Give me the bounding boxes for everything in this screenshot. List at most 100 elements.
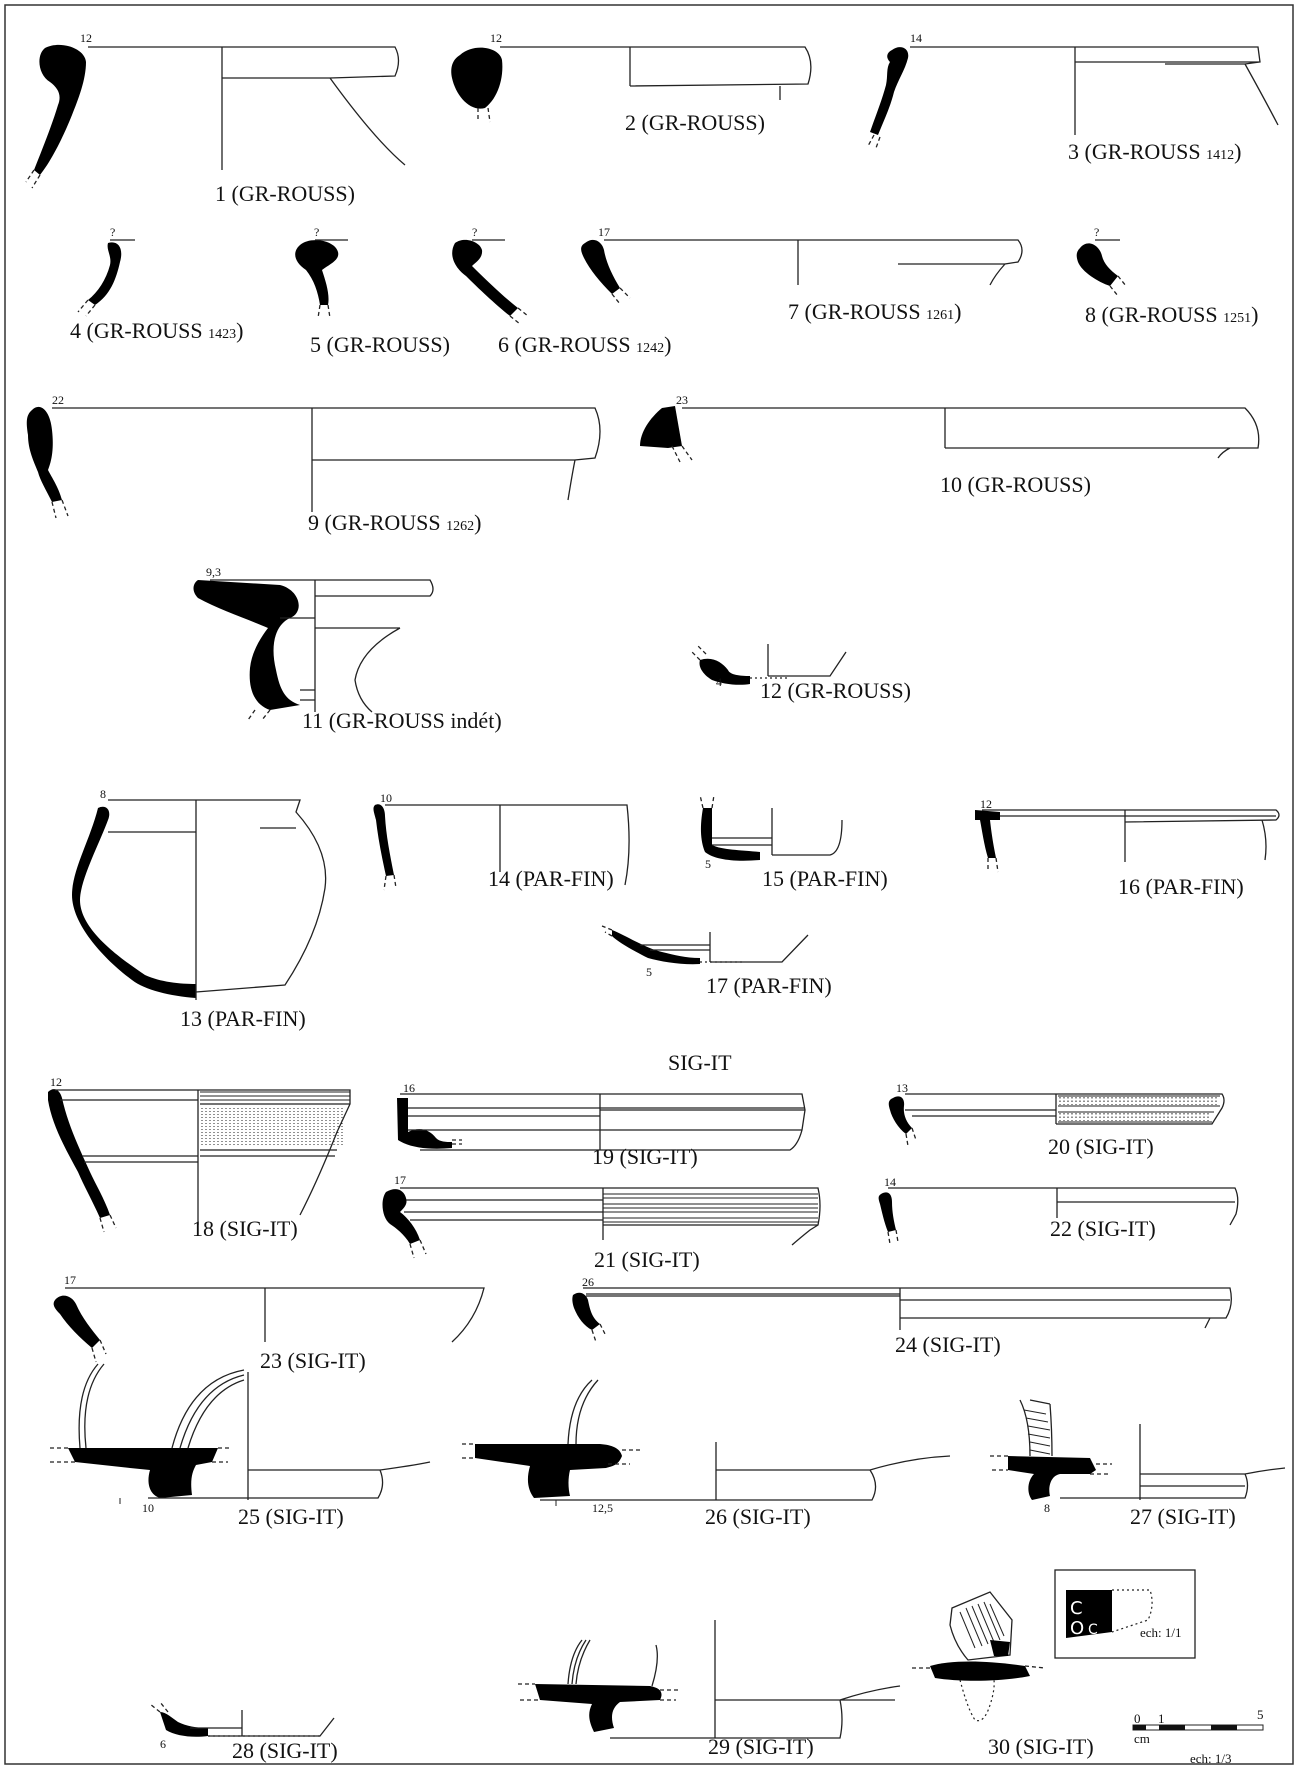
diameter-7: 17 — [598, 225, 610, 239]
figure-label-11: 11 (GR-ROUSS indét) — [302, 708, 502, 733]
figure-label-4: 4 (GR-ROUSS 1423) — [70, 318, 244, 343]
diameter-18: 12 — [50, 1075, 62, 1089]
vessel-19 — [397, 1093, 806, 1151]
stamp-scale-label: ech: 1/1 — [1140, 1625, 1182, 1640]
figure-label-3: 3 (GR-ROUSS 1412) — [1068, 139, 1242, 164]
figure-label-5: 5 (GR-ROUSS) — [310, 332, 450, 357]
figure-label-20: 20 (SIG-IT) — [1048, 1134, 1154, 1159]
figure-label-15: 15 (PAR-FIN) — [762, 866, 888, 891]
svg-text:C: C — [1088, 1622, 1098, 1638]
vessel-2 — [451, 46, 812, 123]
figure-label-19: 19 (SIG-IT) — [592, 1144, 698, 1169]
vessel-10 — [640, 406, 1260, 463]
diameter-17: 5 — [646, 965, 652, 979]
diameter-27: 8 — [1044, 1501, 1050, 1515]
vessel-18 — [48, 1089, 351, 1233]
diameter-14: 10 — [380, 791, 392, 805]
figure-label-17: 17 (PAR-FIN) — [706, 973, 832, 998]
figure-label-16: 16 (PAR-FIN) — [1118, 874, 1244, 899]
figure-label-23: 23 (SIG-IT) — [260, 1348, 366, 1373]
figure-label-26: 26 (SIG-IT) — [705, 1504, 811, 1529]
diameter-23: 17 — [64, 1273, 76, 1287]
diameter-26: 12,5 — [592, 1501, 613, 1515]
vessel-24 — [572, 1287, 1232, 1343]
vessel-28 — [149, 1701, 335, 1737]
vessel-8 — [1076, 239, 1127, 297]
vessel-25 — [50, 1363, 431, 1504]
figure-label-9: 9 (GR-ROUSS 1262) — [308, 510, 482, 535]
vessel-20 — [888, 1093, 1225, 1147]
figure-label-30: 30 (SIG-IT) — [988, 1734, 1094, 1759]
vessel-6 — [452, 239, 529, 325]
figure-label-7: 7 (GR-ROUSS 1261) — [788, 299, 962, 324]
scale-one: 1 — [1158, 1711, 1165, 1726]
diameter-20: 13 — [896, 1081, 908, 1095]
figure-label-10: 10 (GR-ROUSS) — [940, 472, 1091, 497]
vessel-27 — [990, 1399, 1286, 1500]
diameter-5: ? — [314, 225, 320, 239]
stamp-panel: C O C — [1054, 1569, 1196, 1659]
figure-label-2: 2 (GR-ROUSS) — [625, 110, 765, 135]
figure-label-29: 29 (SIG-IT) — [708, 1734, 814, 1759]
scale-unit: cm — [1134, 1731, 1150, 1746]
diameter-2: 12 — [490, 31, 502, 45]
figure-label-22: 22 (SIG-IT) — [1050, 1216, 1156, 1241]
figure-label-1: 1 (GR-ROUSS) — [215, 181, 355, 206]
diameter-1: 12 — [80, 31, 92, 45]
figure-label-21: 21 (SIG-IT) — [594, 1247, 700, 1272]
diameter-25: 10 — [142, 1501, 154, 1515]
vessel-15 — [699, 794, 843, 861]
scale-bar — [1132, 1724, 1264, 1731]
diameter-9: 22 — [52, 393, 64, 407]
vessel-16 — [975, 809, 1280, 873]
section-header-sig-it: SIG-IT — [668, 1050, 732, 1075]
diameter-28: 6 — [160, 1737, 166, 1751]
scale-five: 5 — [1257, 1707, 1264, 1722]
figure-label-28: 28 (SIG-IT) — [232, 1738, 338, 1763]
vessel-4 — [77, 239, 135, 317]
diameter-8: ? — [1094, 225, 1100, 239]
vessel-21 — [382, 1187, 821, 1259]
figure-label-8: 8 (GR-ROUSS 1251) — [1085, 302, 1259, 327]
vessel-3 — [867, 46, 1279, 149]
vessel-30-profile — [912, 1661, 1046, 1722]
vessel-7 — [581, 239, 1023, 305]
diameter-12: 4 — [716, 675, 722, 689]
figure-label-24: 24 (SIG-IT) — [895, 1332, 1001, 1357]
scale-ratio: ech: 1/3 — [1190, 1751, 1232, 1766]
diameter-6: ? — [472, 225, 478, 239]
svg-text:O: O — [1070, 1618, 1084, 1639]
vessel-26 — [462, 1379, 951, 1506]
figure-label-18: 18 (SIG-IT) — [192, 1216, 298, 1241]
figure-label-25: 25 (SIG-IT) — [238, 1504, 344, 1529]
vessel-11 — [193, 579, 434, 721]
vessel-12 — [691, 644, 847, 685]
diameter-4: ? — [110, 225, 116, 239]
vessel-22 — [878, 1187, 1239, 1245]
figure-label-12: 12 (GR-ROUSS) — [760, 678, 911, 703]
vessel-14 — [373, 804, 630, 891]
vessel-17 — [601, 925, 809, 965]
vessel-5 — [295, 239, 348, 319]
diameter-11: 9,3 — [206, 565, 221, 579]
svg-text:C: C — [1070, 1598, 1083, 1619]
vessel-13 — [72, 799, 327, 1000]
diameter-10: 23 — [676, 393, 688, 407]
diameter-21: 17 — [394, 1173, 406, 1187]
vessel-1 — [25, 44, 406, 189]
diameter-3: 14 — [910, 31, 922, 45]
diameter-22: 14 — [884, 1175, 896, 1189]
vessel-23 — [53, 1287, 485, 1363]
figure-label-6: 6 (GR-ROUSS 1242) — [498, 332, 672, 357]
diameter-19: 16 — [403, 1081, 415, 1095]
vessel-9 — [26, 406, 601, 519]
figure-label-14: 14 (PAR-FIN) — [488, 866, 614, 891]
diameter-15: 5 — [705, 857, 711, 871]
figure-label-13: 13 (PAR-FIN) — [180, 1006, 306, 1031]
figure-label-27: 27 (SIG-IT) — [1130, 1504, 1236, 1529]
diameter-13: 8 — [100, 787, 106, 801]
vessel-30-sherd — [949, 1591, 1013, 1661]
vessel-29 — [518, 1620, 901, 1739]
diameter-16: 12 — [980, 797, 992, 811]
